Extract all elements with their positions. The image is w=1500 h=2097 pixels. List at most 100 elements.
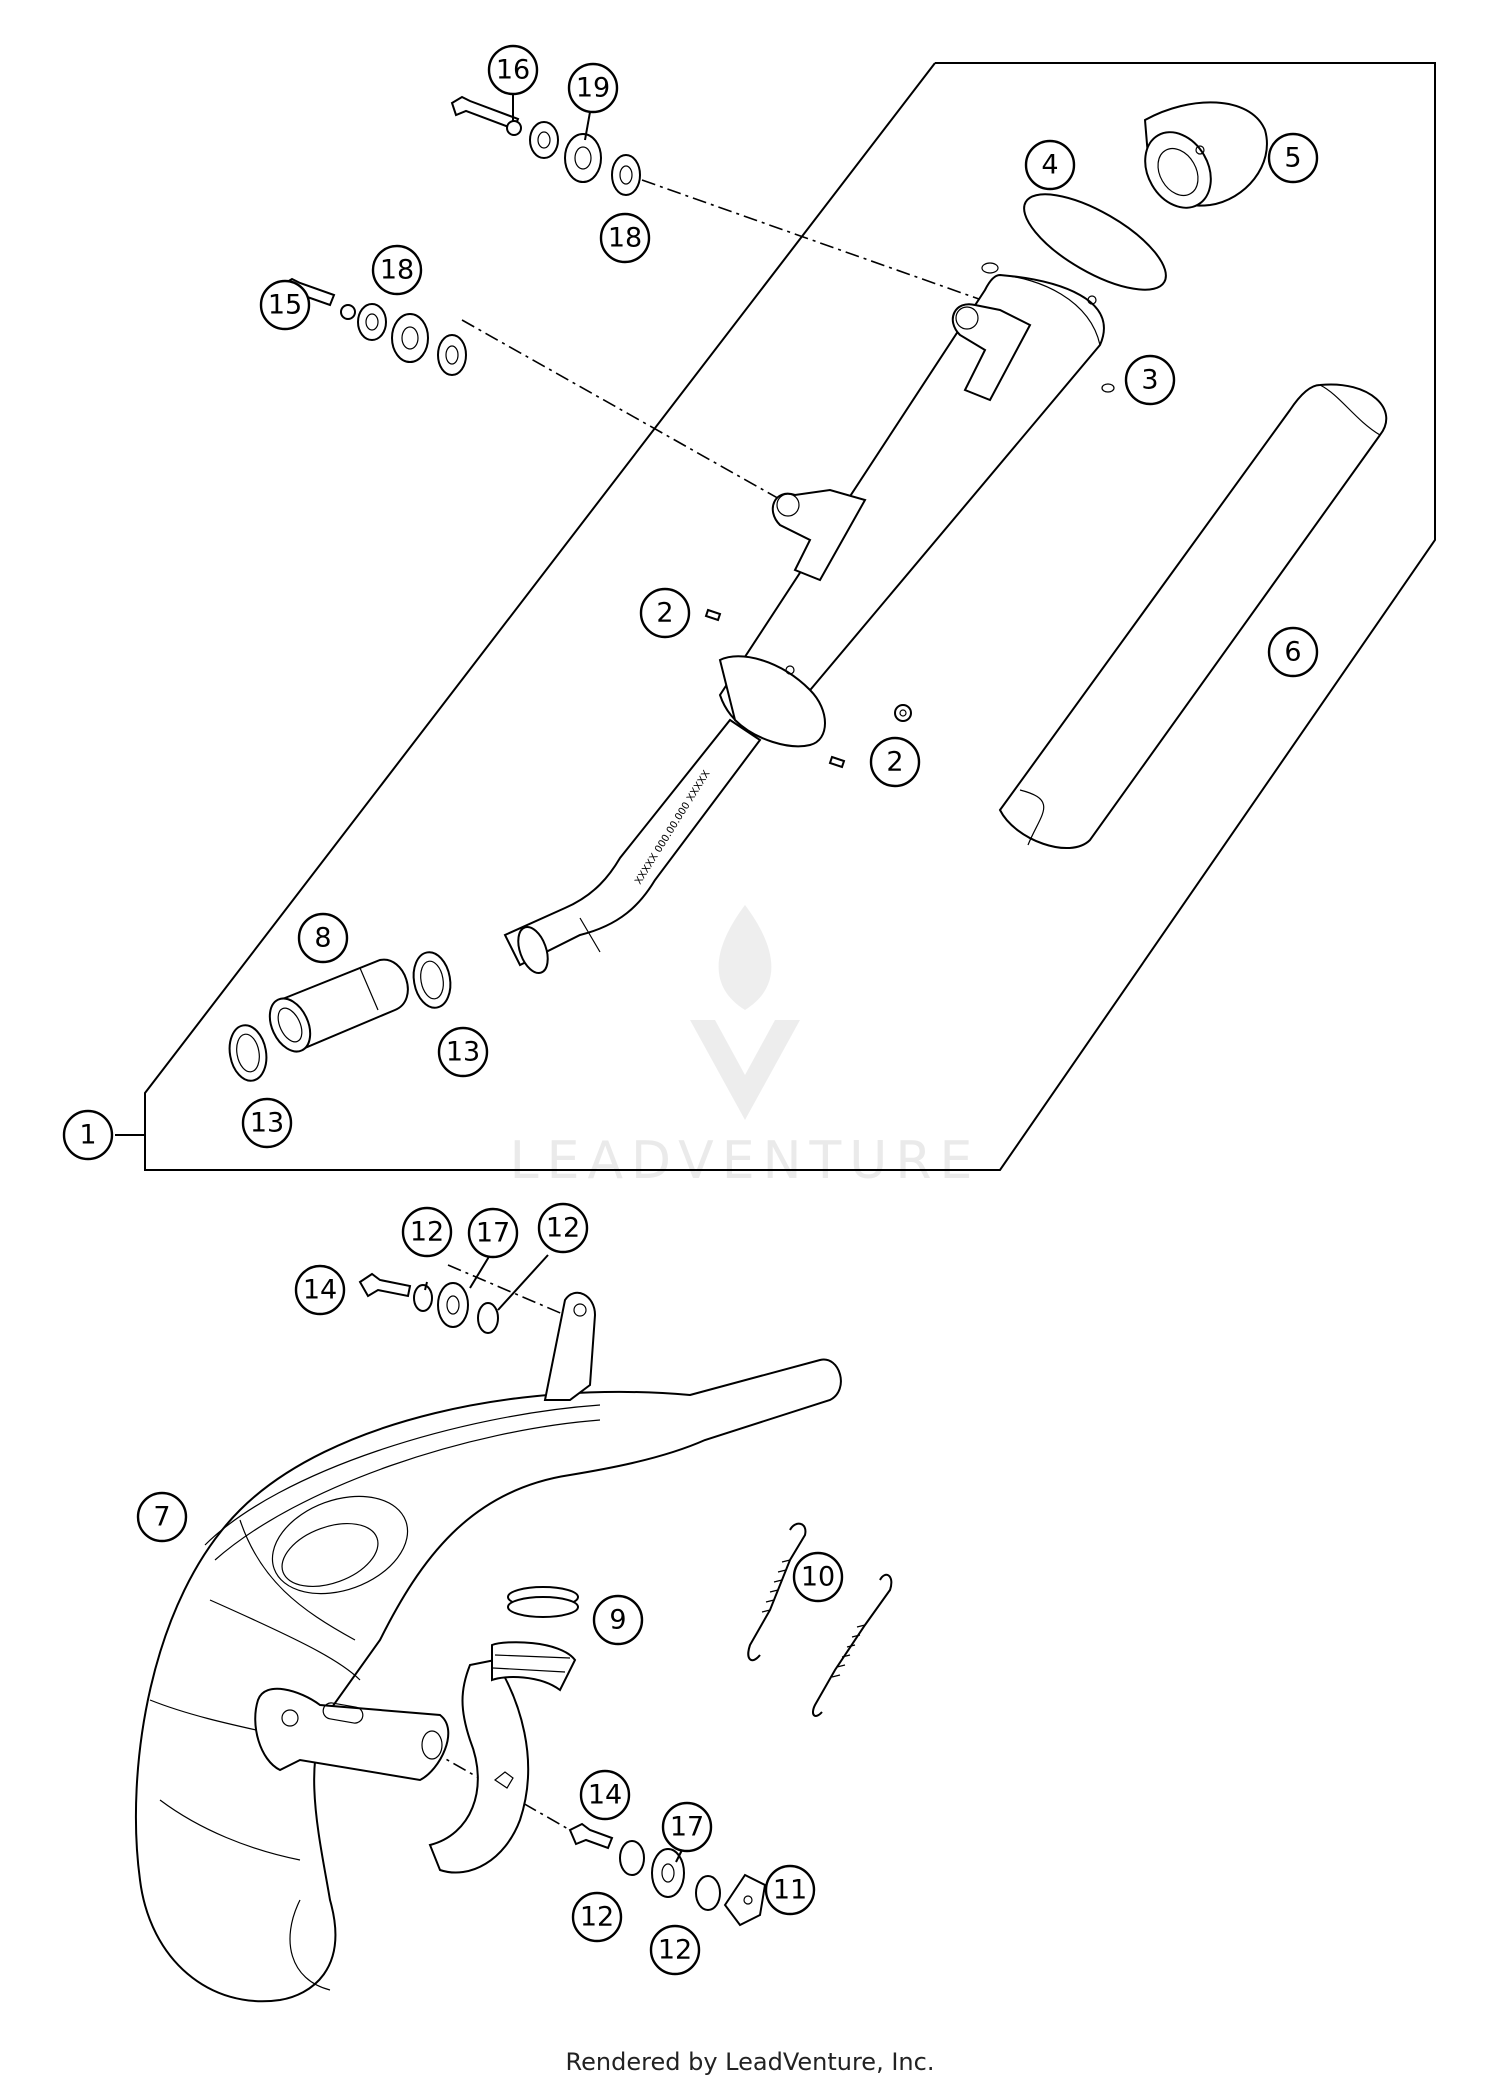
callout-label: 5 <box>1284 143 1301 174</box>
callout-19: 19 <box>567 62 619 114</box>
rubber-19 <box>564 133 602 183</box>
gasket-13b <box>412 951 452 1009</box>
callout-8: 8 <box>297 912 349 964</box>
callout-18a: 18 <box>599 212 651 264</box>
callout-label: 7 <box>153 1502 170 1533</box>
callout-label: 14 <box>303 1275 337 1306</box>
header-inlet <box>428 1658 530 1874</box>
silencer-body: XXXXX 000.00.000 XXXXX <box>503 262 1115 974</box>
callout-label: 6 <box>1284 637 1301 668</box>
callout-18b: 18 <box>371 244 423 296</box>
callout-label: 13 <box>250 1108 284 1139</box>
callout-9: 9 <box>592 1594 644 1646</box>
callout-label: 17 <box>476 1218 510 1249</box>
callout-label: 10 <box>801 1562 835 1593</box>
watermark: LEADVENTURE <box>510 905 981 1191</box>
rivet-2a <box>704 608 722 622</box>
kit-boundary <box>144 62 1436 1171</box>
callout-2a: 2 <box>639 587 691 639</box>
callout-14a: 14 <box>294 1264 346 1316</box>
callout-2b: 2 <box>869 736 921 788</box>
link-pipe-end <box>517 926 549 974</box>
footer-credit: Rendered by LeadVenture, Inc. <box>565 2048 935 2076</box>
bushing-lower-1 <box>357 303 387 341</box>
mount-line-upper <box>641 179 1011 311</box>
bushing-upper-1 <box>529 121 559 159</box>
header-top-hardware <box>358 1272 499 1334</box>
callout-11: 11 <box>764 1864 816 1916</box>
callout-label: 18 <box>380 255 414 286</box>
callout-3: 3 <box>1124 354 1176 406</box>
bushing-18-lower <box>437 334 467 376</box>
callout-label: 14 <box>588 1780 622 1811</box>
washer-12-top-b <box>477 1302 499 1334</box>
callout-13b: 13 <box>437 1026 489 1078</box>
clip-nut-11 <box>723 1873 767 1927</box>
bushing-18-upper <box>611 154 641 196</box>
o-ring-4 <box>1023 193 1167 291</box>
callout-label: 1 <box>79 1120 96 1151</box>
callout-label: 18 <box>608 223 642 254</box>
header-sleeve-8 <box>268 958 409 1053</box>
callout-13a: 13 <box>241 1097 293 1149</box>
callout-label: 12 <box>546 1213 580 1244</box>
callout-1: 1 <box>62 1109 114 1161</box>
callout-label: 4 <box>1041 150 1058 181</box>
rivet-nut <box>894 704 912 722</box>
callout-17a: 17 <box>467 1207 519 1259</box>
mount-line-header-top <box>447 1264 566 1316</box>
callout-label: 12 <box>658 1935 692 1966</box>
seal-ring-9 <box>507 1586 579 1618</box>
callout-14b: 14 <box>579 1769 631 1821</box>
header-mount-plate <box>254 1687 450 1782</box>
callout-label: 8 <box>314 923 331 954</box>
callout-label: 12 <box>580 1902 614 1933</box>
mount-line-lower <box>461 319 791 506</box>
callout-17b: 17 <box>661 1801 713 1853</box>
link-pipe <box>503 718 762 967</box>
header-bolt-bottom <box>568 1822 614 1850</box>
header-top-bracket <box>543 1291 597 1401</box>
rivet-2b <box>828 755 846 769</box>
leader-lines <box>424 90 683 1863</box>
callout-label: 12 <box>410 1217 444 1248</box>
silencer-sleeve-6 <box>998 383 1388 850</box>
v-logo-icon <box>690 1020 800 1120</box>
callout-label: 16 <box>496 55 530 86</box>
callout-4: 4 <box>1024 139 1076 191</box>
upper-mount-hardware <box>450 95 641 196</box>
watermark-text: LEADVENTURE <box>510 1131 981 1191</box>
rubber-lower <box>391 313 429 363</box>
callout-label: 11 <box>773 1875 807 1906</box>
callout-label: 9 <box>609 1605 626 1636</box>
callout-12b: 12 <box>537 1202 589 1254</box>
callout-6: 6 <box>1267 626 1319 678</box>
callout-15: 15 <box>259 279 311 331</box>
callout-12c: 12 <box>571 1891 623 1943</box>
end-cap-5 <box>1143 101 1268 209</box>
callout-label: 2 <box>656 598 673 629</box>
washer-lower <box>340 304 356 320</box>
callout-10: 10 <box>792 1551 844 1603</box>
callout-label: 19 <box>576 73 610 104</box>
washer-16 <box>506 120 522 136</box>
rubber-17-top <box>437 1282 469 1328</box>
callout-label: 13 <box>446 1037 480 1068</box>
exhaust-header-7 <box>134 1291 842 2003</box>
callout-12d: 12 <box>649 1924 701 1976</box>
callout-12a: 12 <box>401 1206 453 1258</box>
rivets <box>704 608 912 769</box>
callout-label: 17 <box>670 1812 704 1843</box>
callout-16: 16 <box>487 44 539 96</box>
flame-logo-icon <box>718 905 772 1010</box>
springs-10 <box>747 1522 893 1717</box>
callout-5: 5 <box>1267 132 1319 184</box>
callout-label: 3 <box>1141 365 1158 396</box>
lower-mount-hardware <box>280 277 467 376</box>
gasket-13a <box>228 1024 268 1082</box>
washer-12-bottom-b <box>695 1875 721 1911</box>
callout-7: 7 <box>136 1491 188 1543</box>
header-bolt-top <box>358 1272 412 1298</box>
washer-12-bottom-a <box>619 1840 645 1876</box>
